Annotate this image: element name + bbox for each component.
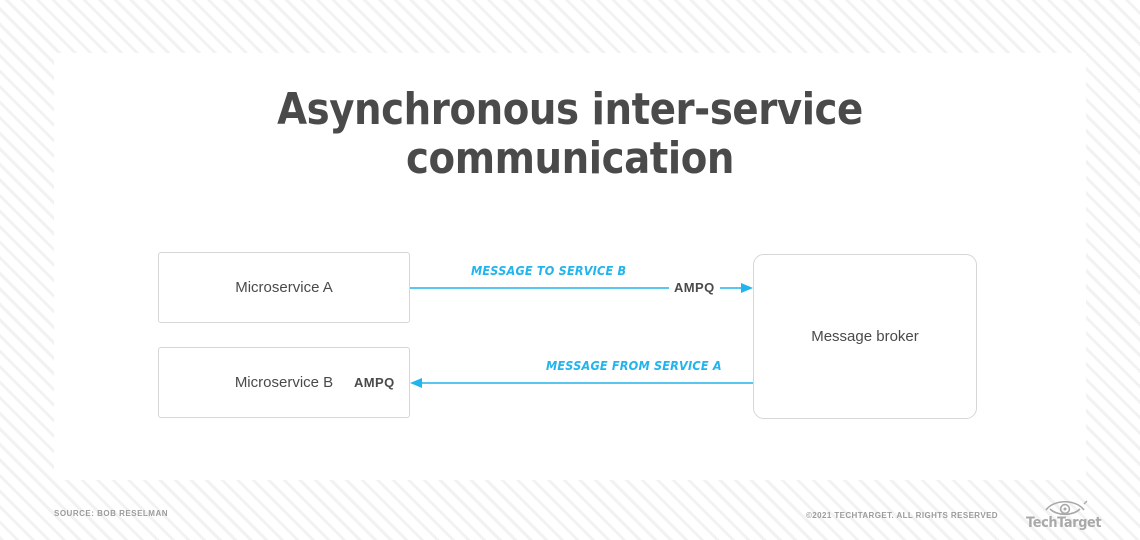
page-title-line-1: Asynchronous inter-service bbox=[277, 84, 863, 135]
copyright-notice: ©2021 TECHTARGET. ALL RIGHTS RESERVED bbox=[806, 511, 998, 520]
connector-a-to-broker-protocol-label: AMPQ bbox=[669, 281, 720, 295]
slide-card: Asynchronous inter-service communication… bbox=[54, 53, 1086, 480]
diagram-node-service-b-label: Microservice B bbox=[234, 374, 334, 391]
eye-icon bbox=[1045, 500, 1088, 516]
source-credit: SOURCE: BOB RESELMAN bbox=[54, 509, 169, 518]
connector-broker-to-b-protocol-label: AMPQ bbox=[349, 376, 400, 390]
connector-a-to-broker-arrowhead bbox=[741, 283, 753, 293]
connector-a-to-broker-message-label: MESSAGE TO SERVICE B bbox=[471, 264, 627, 278]
diagram-node-service-a[interactable]: Microservice A bbox=[158, 252, 410, 323]
page-title: Asynchronous inter-service communication bbox=[116, 85, 1024, 183]
techtarget-logo: TechTarget bbox=[1004, 497, 1122, 535]
diagram-canvas: Microservice A Microservice B Message br… bbox=[54, 53, 1086, 480]
connector-broker-to-b-arrowhead bbox=[410, 378, 422, 388]
diagram-node-service-a-label: Microservice A bbox=[235, 279, 333, 296]
slide-footer: SOURCE: BOB RESELMAN ©2021 TECHTARGET. A… bbox=[0, 495, 1140, 540]
page-title-line-2: communication bbox=[406, 133, 734, 184]
connector-broker-to-b-message-label: MESSAGE FROM SERVICE A bbox=[546, 359, 722, 373]
diagram-node-message-broker[interactable]: Message broker bbox=[753, 254, 977, 419]
diagram-node-message-broker-label: Message broker bbox=[811, 328, 919, 345]
techtarget-wordmark: TechTarget bbox=[1026, 515, 1102, 531]
